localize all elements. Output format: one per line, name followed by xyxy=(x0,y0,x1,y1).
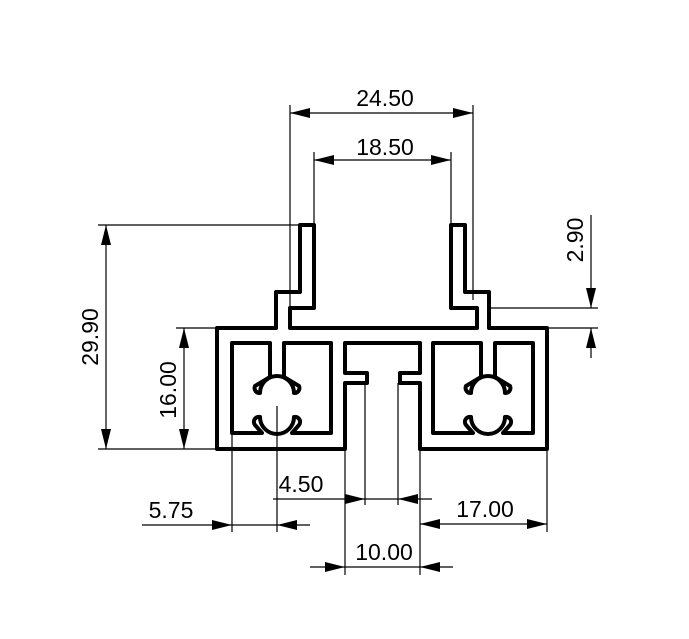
dim-screw-offset: 5.75 xyxy=(149,497,194,523)
dim-total-height: 29.90 xyxy=(77,308,103,366)
dim-right-half-width: 17.00 xyxy=(456,496,514,522)
dim-slot-neck: 4.50 xyxy=(279,471,324,497)
left-chamber-outline xyxy=(230,341,333,436)
extension-lines xyxy=(98,105,598,575)
dim-step-height: 2.90 xyxy=(562,218,588,263)
dim-top-inner-width: 18.50 xyxy=(356,134,414,160)
dim-base-height: 16.00 xyxy=(155,361,181,419)
right-chamber-outline xyxy=(431,341,535,436)
dim-slot-width: 10.00 xyxy=(355,539,413,565)
profile-outline xyxy=(215,223,549,451)
dim-top-outer-width: 24.50 xyxy=(356,85,414,111)
dimension-lines xyxy=(101,108,596,572)
